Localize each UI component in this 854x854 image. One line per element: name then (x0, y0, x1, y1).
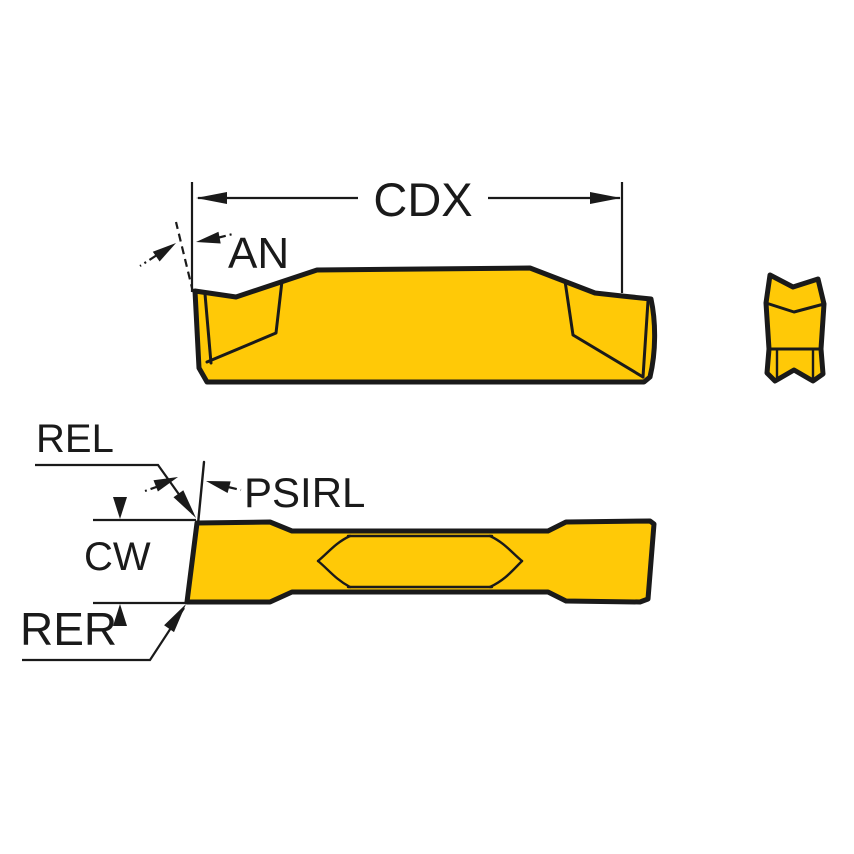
rer-arrowhead (164, 604, 186, 633)
dimension-cdx: CDX (190, 173, 624, 293)
dimension-rel: REL (35, 417, 196, 518)
dimension-rer: RER (20, 603, 186, 662)
end-view-chevron-line (764, 301, 826, 314)
insert-top-view (184, 518, 657, 605)
rer-label: RER (20, 603, 117, 655)
psirl-arrowhead-left (153, 477, 178, 492)
an-arrowhead-left (152, 243, 176, 262)
cdx-label: CDX (373, 173, 472, 226)
pocket-right-upper-curve (488, 534, 524, 563)
psirl-arrowhead-right (206, 481, 231, 493)
an-arrow-tail-right (216, 232, 234, 240)
cw-label: CW (84, 535, 151, 579)
psirl-arrow-tail-left (144, 484, 160, 493)
an-arrowhead-right (196, 231, 221, 244)
rel-arrowhead (173, 490, 196, 518)
psirl-label: PSIRL (244, 469, 365, 516)
insert-side-view (192, 265, 658, 385)
side-right-scoop-line (563, 279, 645, 379)
dimension-cw: CW (84, 497, 196, 626)
psirl-arrow-tail-right (227, 485, 242, 492)
cw-arrowhead-up (113, 604, 127, 626)
cdx-arrowhead-left (196, 192, 227, 204)
side-view-body (192, 265, 658, 385)
side-left-scoop-line (205, 279, 284, 364)
insert-end-view (763, 272, 827, 384)
dimension-psirl: PSIRL (144, 460, 365, 526)
pocket-left-lower-curve (316, 559, 352, 589)
an-arrow-tail-left (139, 254, 158, 267)
side-left-flank-line (203, 292, 213, 365)
psirl-edge-extension-line (196, 460, 206, 526)
side-right-flank-line (641, 299, 650, 379)
pocket-left-upper-curve (316, 534, 352, 563)
rel-label: REL (36, 417, 114, 461)
cdx-arrowhead-right (590, 192, 621, 204)
rel-leader-line (35, 463, 194, 515)
an-label: AN (228, 229, 289, 278)
pocket-right-lower-curve (488, 559, 524, 589)
end-view-body (763, 272, 827, 384)
an-flank-extension-dashed (174, 221, 195, 293)
top-view-body (184, 518, 657, 605)
cw-arrowhead-down (113, 497, 127, 519)
dimension-an: AN (139, 221, 289, 293)
